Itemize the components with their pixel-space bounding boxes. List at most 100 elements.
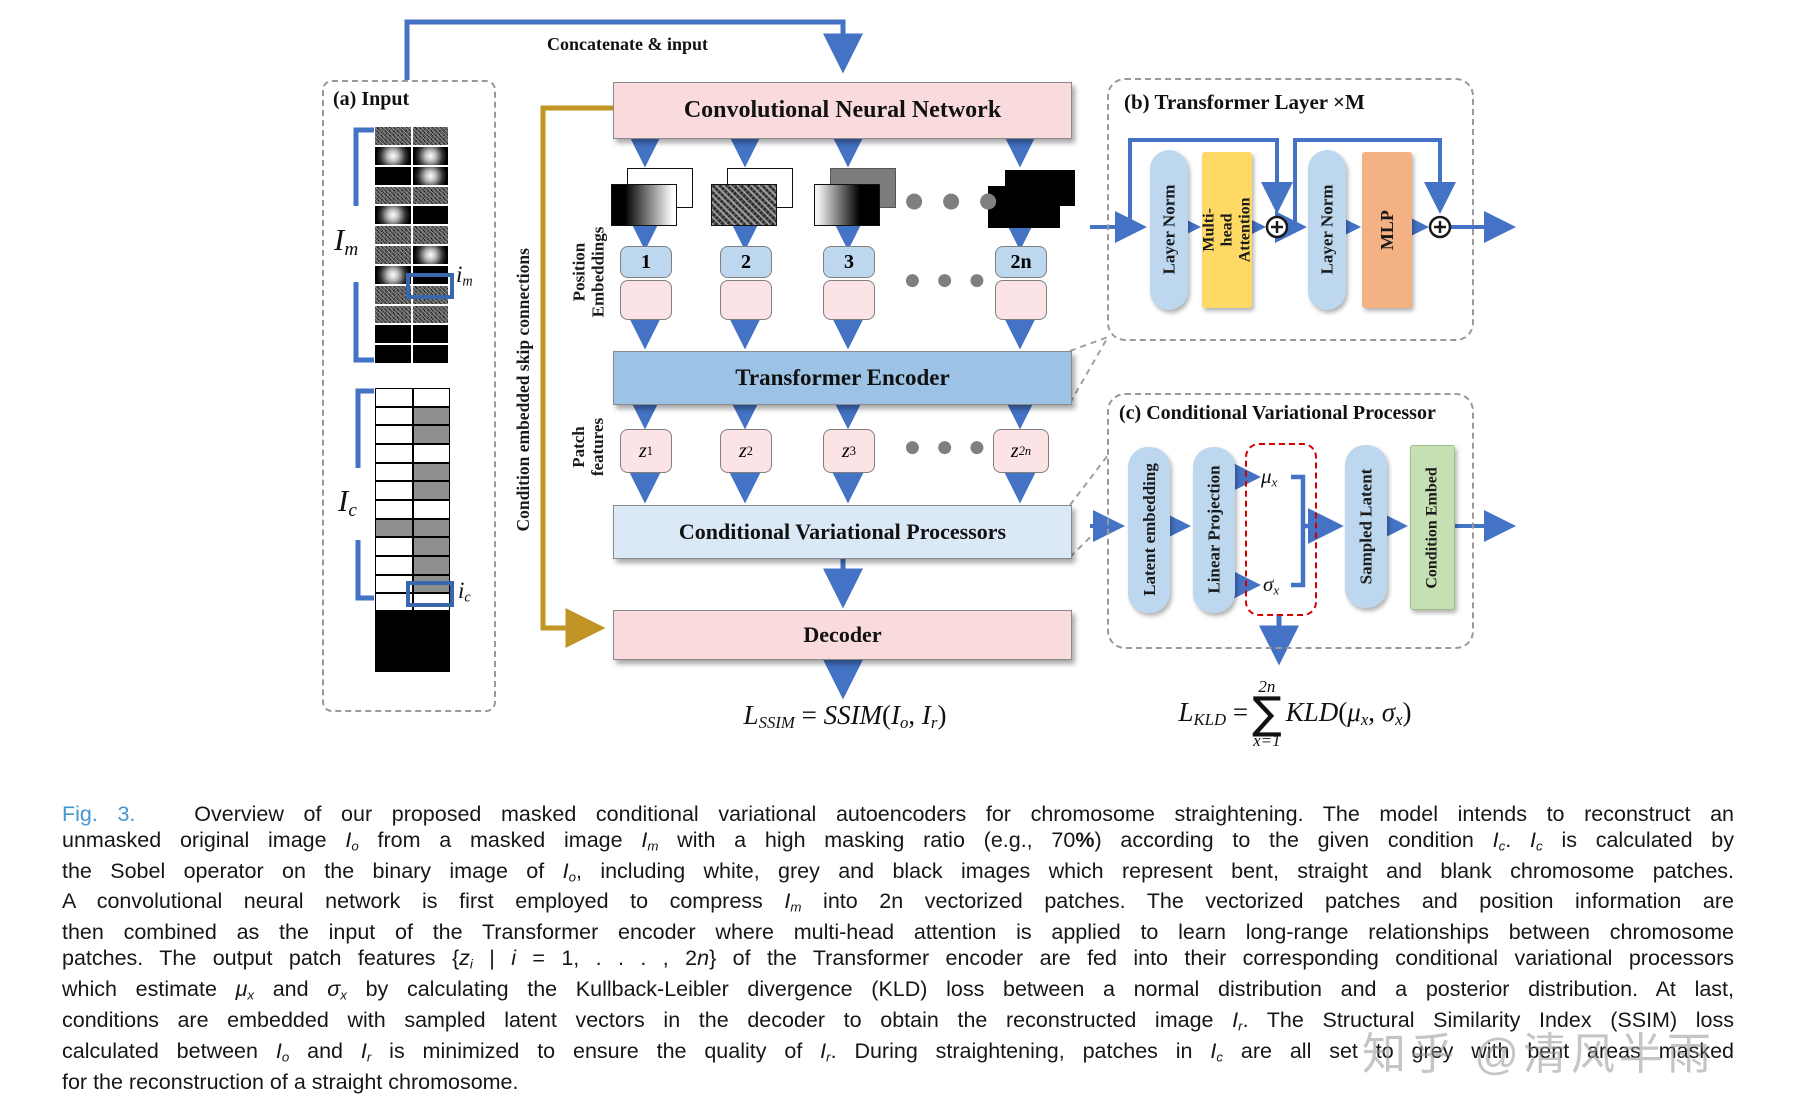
condition-image-ic (375, 388, 450, 612)
concatenate-label: Concatenate & input (547, 34, 708, 54)
caption-line: the Sobel operator on the binary image o… (62, 858, 1734, 884)
patch-cell (413, 519, 449, 537)
patch-cell (376, 444, 412, 462)
ssim-loss-formula: LSSIM = SSIM(Io, Ir) (743, 700, 947, 733)
pos-embedding-1: 1 (620, 246, 672, 278)
latent-embedding-pill: Latent embedding (1128, 447, 1170, 613)
patch-cell (412, 146, 448, 165)
caption-line: then combined as the input of the Transf… (62, 920, 1734, 945)
patch-cell (376, 463, 412, 481)
patch-ellipsis: ● ● ● (905, 188, 1004, 212)
patch-cell (375, 206, 411, 225)
cnn-box: Convolutional Neural Network (613, 82, 1072, 139)
patch-cell (413, 463, 449, 481)
patch-cell (413, 389, 449, 406)
patch-cell (375, 186, 411, 205)
mu-label: μx (1261, 464, 1278, 490)
pos-ellipsis: ● ● ● (905, 270, 991, 290)
condition-embed-box: Condition Embed (1410, 445, 1455, 610)
skip-connections-label: Condition embedded skip connections (513, 248, 534, 532)
concatenate-line (404, 19, 863, 80)
figure-caption: Fig. 3. Overview of our proposed masked … (62, 802, 1734, 1095)
kld-loss-formula: LKLD = 2n ∑ x=1 KLD(μx, σx) (1140, 678, 1450, 749)
pos-embedding-2: 2 (720, 246, 772, 278)
patch-cell (376, 556, 412, 574)
patch-cell (412, 166, 448, 185)
caption-line: patches. The output patch features {zi |… (62, 945, 1734, 972)
panel-c-title: (c) Conditional Variational Processor (1119, 402, 1436, 424)
patch-cell (375, 146, 411, 165)
patch-cell (375, 166, 411, 185)
cvp-box: Conditional Variational Processors (613, 505, 1072, 559)
patch-features-label: Patch features (568, 417, 607, 477)
panel-b-box (1107, 78, 1474, 341)
caption-line: unmasked original image Io from a masked… (62, 827, 1734, 853)
im-label: Im (334, 222, 359, 260)
patch-cell (375, 226, 411, 244)
patch-cell (375, 345, 411, 363)
ic-patch-label: ic (458, 578, 471, 606)
caption-line: conditions are embedded with sampled lat… (62, 1007, 1734, 1034)
patch-cell (413, 426, 449, 443)
masked-image-im (375, 127, 448, 363)
patch-cell (375, 325, 411, 344)
patch-pair-2-front (711, 184, 777, 226)
panel-a-title: (a) Input (333, 88, 410, 110)
caption-line: which estimate μx and σx by calculating … (62, 976, 1734, 1003)
patch-cell (412, 127, 448, 145)
patch-cell (413, 500, 449, 518)
patch-cell (375, 265, 411, 284)
patch-cell (376, 389, 412, 406)
decoder-box: Decoder (613, 610, 1072, 660)
patch-cell (376, 482, 412, 499)
watermark: 知乎 @清风半雨 (1362, 1030, 1715, 1079)
kld-sum: 2n ∑ x=1 (1252, 677, 1282, 751)
kld-lhs: LKLD = (1178, 697, 1249, 730)
pos-embedding-3: 3 (823, 246, 875, 278)
caption-line: Fig. 3. Overview of our proposed masked … (62, 802, 1734, 826)
ic-highlight-patch (406, 581, 454, 607)
patch-cell (375, 246, 411, 264)
mu-sigma-dashed-box (1245, 443, 1317, 616)
patch-cell (412, 305, 448, 324)
caption-line: calculated between Io and Ir is minimize… (62, 1038, 1734, 1065)
ic-label: Ic (338, 483, 357, 521)
patch-cell (412, 325, 448, 344)
caption-line: for the reconstruction of a straight chr… (62, 1069, 519, 1094)
kld-rhs: KLD(μx, σx) (1285, 697, 1412, 730)
patch-cell (375, 285, 411, 304)
layer-norm-2-pill: Layer Norm (1308, 150, 1346, 310)
patch-cell (375, 305, 411, 324)
patch-pair-1-front (611, 184, 677, 226)
patch-cell (375, 127, 411, 145)
patch-cell (413, 444, 449, 462)
patch-cell (413, 482, 449, 499)
sampled-latent-pill: Sampled Latent (1345, 445, 1387, 608)
patch-cell (413, 407, 449, 425)
mlp-box: MLP (1362, 152, 1412, 308)
pos-embedding-2n: 2n (995, 246, 1047, 278)
patch-token-3 (823, 280, 875, 320)
patch-cell (376, 500, 412, 518)
panel-b-title: (b) Transformer Layer ×M (1124, 90, 1365, 114)
patch-cell (413, 556, 449, 574)
patch-cell (412, 246, 448, 264)
patch-cell (412, 206, 448, 225)
patch-token-2 (720, 280, 772, 320)
panel-a-box (322, 80, 496, 712)
multi-head-attention-box: Multi-head Attention (1200, 152, 1253, 308)
patch-token-2n (995, 280, 1047, 320)
skip-connection-line (540, 105, 613, 648)
patch-cell (376, 407, 412, 425)
patch-cell (376, 575, 412, 593)
caption-line: A convolutional neural network is first … (62, 889, 1734, 915)
patch-cell (376, 538, 412, 555)
patch-cell (413, 538, 449, 555)
patch-cell (412, 226, 448, 244)
patch-cell (412, 285, 448, 304)
